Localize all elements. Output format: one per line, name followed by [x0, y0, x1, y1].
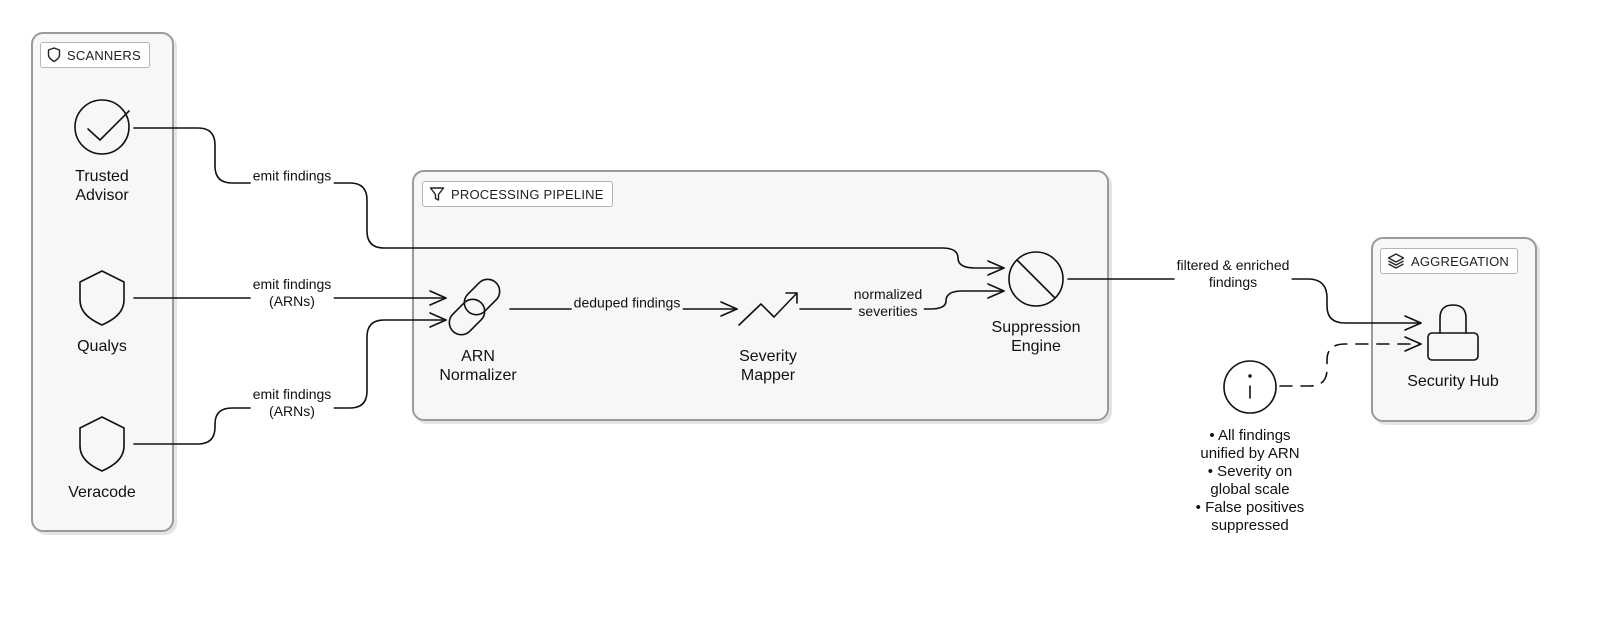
scanners-group [31, 32, 174, 532]
edge-label-qualys-to-normalizer: emit findings(ARNs) [250, 276, 334, 310]
info-note: • All findings unified by ARN • Severity… [1195, 427, 1305, 535]
edge-trusted-to-suppression [133, 127, 1005, 276]
node-security-hub-label: Security Hub [1407, 373, 1499, 390]
pipeline-badge: PROCESSING PIPELINE [422, 181, 613, 207]
layers-icon [1387, 253, 1405, 269]
aggregation-title: AGGREGATION [1411, 253, 1510, 269]
edge-label-normalizer-to-mapper: deduped findings [571, 294, 683, 312]
edge-suppression-to-hub [1067, 278, 1422, 331]
scanners-badge: SCANNERS [40, 42, 150, 68]
shield-icon [47, 47, 61, 63]
trend-icon [738, 292, 798, 326]
node-veracode-label: Veracode [68, 484, 136, 501]
info-icon [1223, 360, 1277, 414]
note-line: • False positives suppressed [1195, 499, 1305, 534]
note-line: • Severity on global scale [1207, 463, 1293, 498]
funnel-icon [429, 187, 445, 201]
node-qualys-label: Qualys [77, 338, 127, 355]
scanners-title: SCANNERS [67, 47, 141, 63]
edge-label-trusted-to-suppression: emit findings [250, 167, 334, 185]
lock-icon [1427, 304, 1479, 361]
shield-icon [79, 270, 125, 326]
edge-mapper-to-suppression [799, 283, 1005, 310]
edge-veracode-to-normalizer [133, 312, 447, 445]
pipeline-title: PROCESSING PIPELINE [451, 186, 604, 202]
ban-icon [1008, 251, 1064, 307]
link-icon [448, 278, 501, 336]
aggregation-badge: AGGREGATION [1380, 248, 1519, 274]
check-circle-icon [74, 99, 130, 155]
edge-info-to-hub [1279, 336, 1422, 387]
note-line: • All findings unified by ARN [1200, 427, 1300, 462]
shield-icon [79, 416, 125, 472]
edge-label-veracode-to-normalizer: emit findings(ARNs) [250, 386, 334, 420]
